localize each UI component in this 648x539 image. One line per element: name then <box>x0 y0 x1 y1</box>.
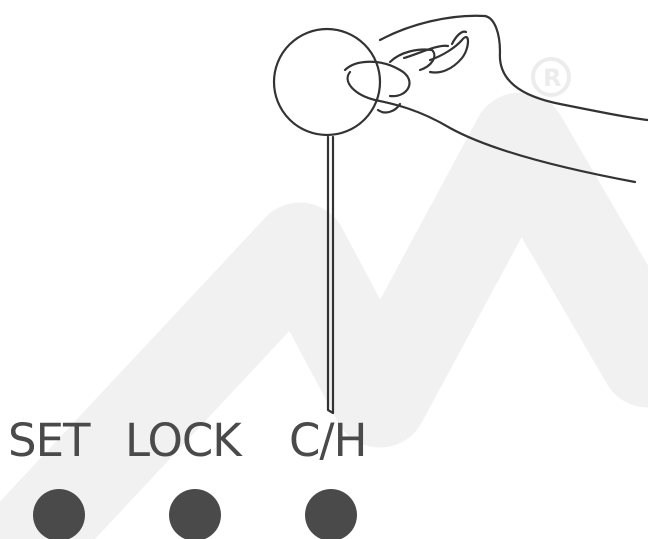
lock-button[interactable] <box>169 489 221 539</box>
ch-label: C/H <box>289 418 366 463</box>
set-button[interactable] <box>33 489 85 539</box>
set-label: SET <box>8 418 90 463</box>
lock-label: LOCK <box>125 418 241 463</box>
ch-button[interactable] <box>305 489 357 539</box>
